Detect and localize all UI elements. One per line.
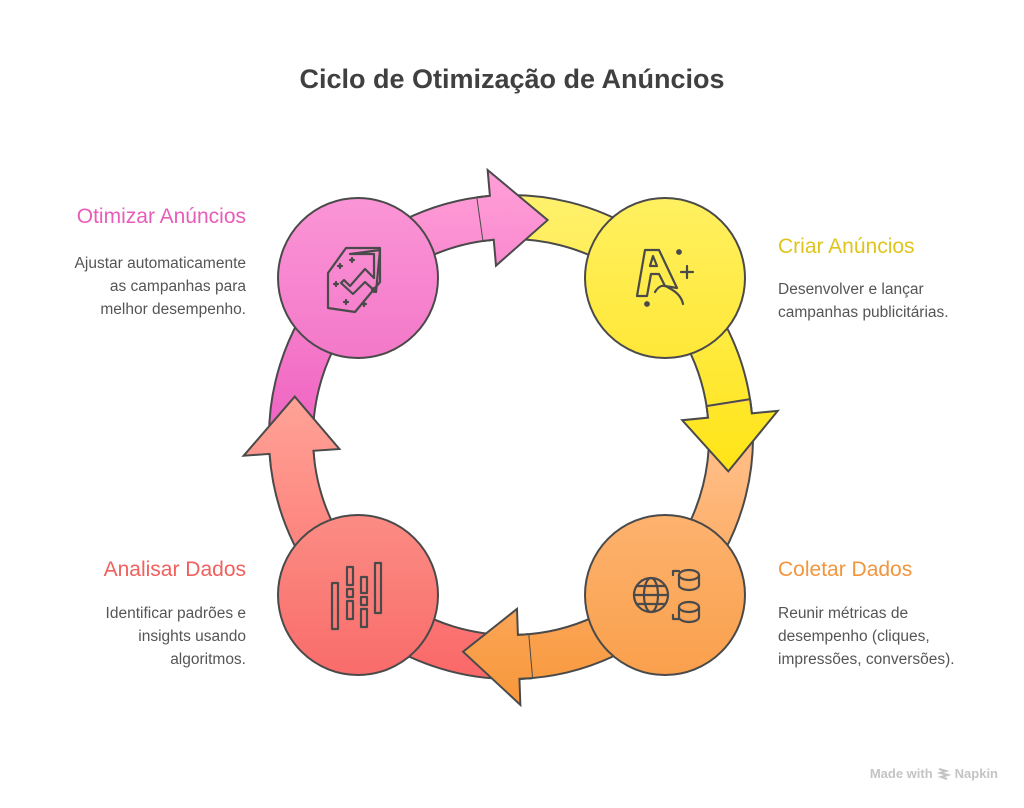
- arrow-head-yellow: [680, 400, 781, 473]
- napkin-logo-icon: [936, 767, 951, 780]
- arrow-head-orange: [461, 606, 533, 708]
- desc-line: impressões, conversões).: [778, 651, 955, 668]
- step-title-otimizar: Otimizar Anúncios: [76, 205, 246, 228]
- step-circle-analisar: [277, 514, 439, 676]
- arrow-head-red: [241, 395, 342, 467]
- arrow-head-pink: [477, 167, 550, 268]
- desc-line: Desenvolver e lançar: [778, 281, 924, 298]
- step-node-criar: [584, 197, 746, 359]
- made-with-text: Made with: [869, 766, 933, 781]
- step-desc-coletar: Reunir métricas de desempenho (cliques, …: [778, 602, 955, 671]
- desc-line: Identificar padrões e: [105, 605, 246, 622]
- ad-creation-letter-a-plus-icon: [635, 248, 695, 307]
- desc-line: as campanhas para: [109, 278, 246, 295]
- optimize-arrow-tag-icon: [326, 246, 382, 314]
- step-title-coletar: Coletar Dados: [778, 558, 913, 581]
- globe-database-icon: [632, 568, 701, 624]
- step-circle-criar: [584, 197, 746, 359]
- bar-analysis-icon: [330, 561, 383, 631]
- step-desc-otimizar: Ajustar automaticamente as campanhas par…: [75, 252, 246, 321]
- step-title-criar: Criar Anúncios: [778, 235, 915, 258]
- desc-line: melhor desempenho.: [100, 301, 246, 318]
- napkin-brand-text: Napkin: [954, 766, 998, 781]
- desc-line: Ajustar automaticamente: [74, 255, 246, 272]
- desc-line: desempenho (cliques,: [778, 628, 930, 645]
- step-node-coletar: [584, 514, 746, 676]
- step-desc-analisar: Identificar padrões e insights usando al…: [106, 602, 246, 671]
- desc-line: campanhas publicitárias.: [778, 304, 949, 321]
- desc-line: algoritmos.: [170, 651, 246, 668]
- desc-line: insights usando: [138, 628, 246, 645]
- step-node-otimizar: [277, 197, 439, 359]
- footer-attribution[interactable]: Made with Napkin: [870, 766, 998, 781]
- step-node-analisar: [277, 514, 439, 676]
- page-title: Ciclo de Otimização de Anúncios: [299, 64, 725, 94]
- step-desc-criar: Desenvolver e lançar campanhas publicitá…: [778, 278, 949, 324]
- desc-line: Reunir métricas de: [778, 605, 909, 622]
- step-title-analisar: Analisar Dados: [103, 558, 246, 581]
